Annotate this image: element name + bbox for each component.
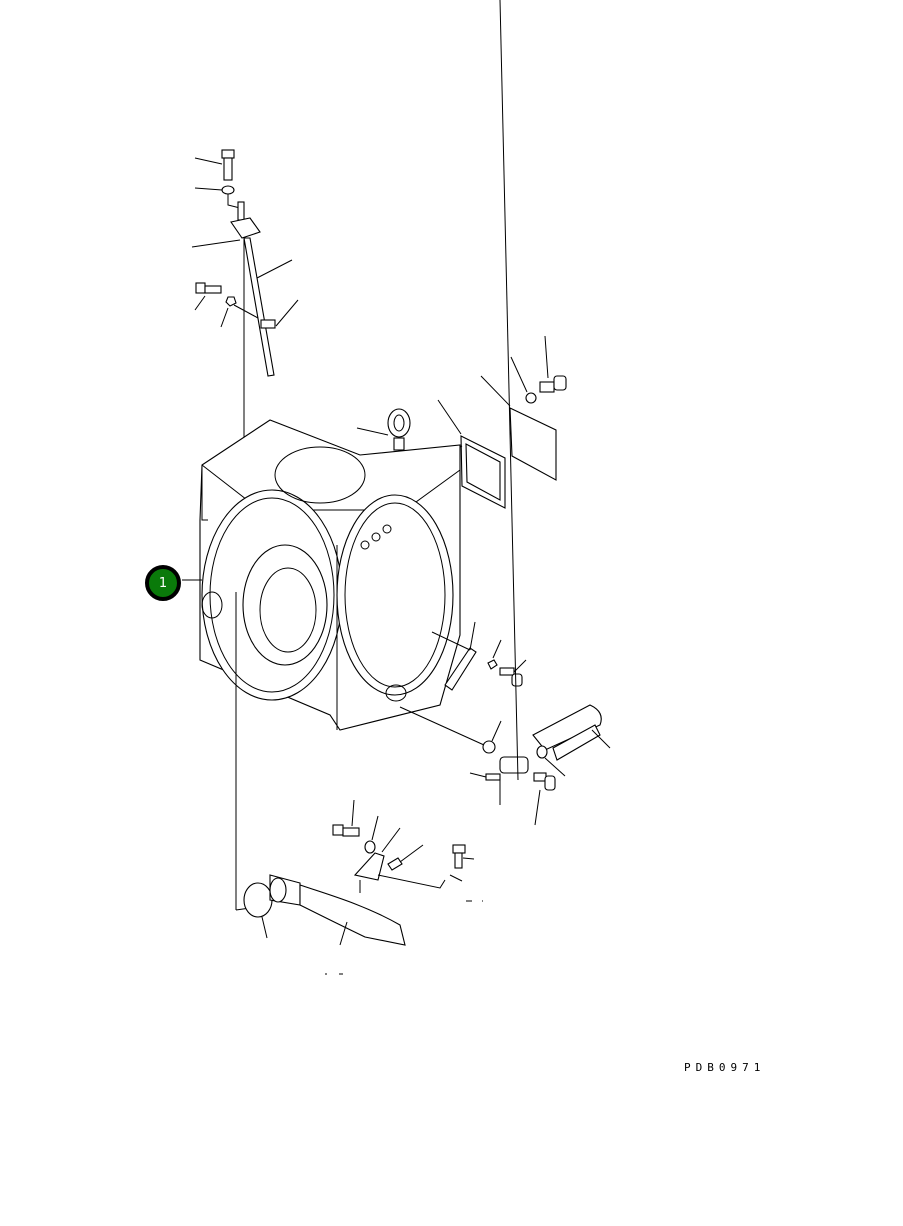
washer-bottom-icon <box>364 815 379 854</box>
cover-plate-icon <box>480 375 557 481</box>
washer-fitting-icon <box>536 745 566 777</box>
pipe-o-ring-icon <box>243 882 273 939</box>
suction-pipe-icon <box>269 874 406 946</box>
o-ring-icon <box>399 706 502 754</box>
hose-icon <box>532 704 611 761</box>
bracket-right-icon <box>431 621 477 691</box>
gasket-icon <box>359 399 506 509</box>
plug-icon <box>533 772 556 826</box>
callout-1[interactable]: 1 <box>145 565 181 601</box>
transmission-case-icon <box>199 419 461 731</box>
washer-top-icon <box>194 185 241 209</box>
pipe-bracket-icon <box>353 827 401 893</box>
washer-left-icon <box>220 296 259 328</box>
pin-icon <box>469 772 501 781</box>
callout-label: 1 <box>158 575 168 591</box>
bolt-bottom-right-icon <box>377 844 475 889</box>
washer-bracket-icon <box>487 639 502 670</box>
spacer-icon <box>387 844 424 871</box>
dipstick-tube-icon <box>243 237 299 377</box>
elbow-fitting-icon <box>499 0 529 805</box>
bolt-top-icon <box>194 149 235 181</box>
bolt-right-top-icon <box>539 335 567 393</box>
bolt-bottom-icon <box>332 799 360 837</box>
drawing-id: PDB0971 <box>684 1061 766 1074</box>
washer-right-top-icon <box>510 356 537 404</box>
dipstick-guide-bracket-icon <box>191 201 261 248</box>
bolt-bracket-icon <box>499 659 527 687</box>
bolt-left-icon <box>194 282 222 311</box>
